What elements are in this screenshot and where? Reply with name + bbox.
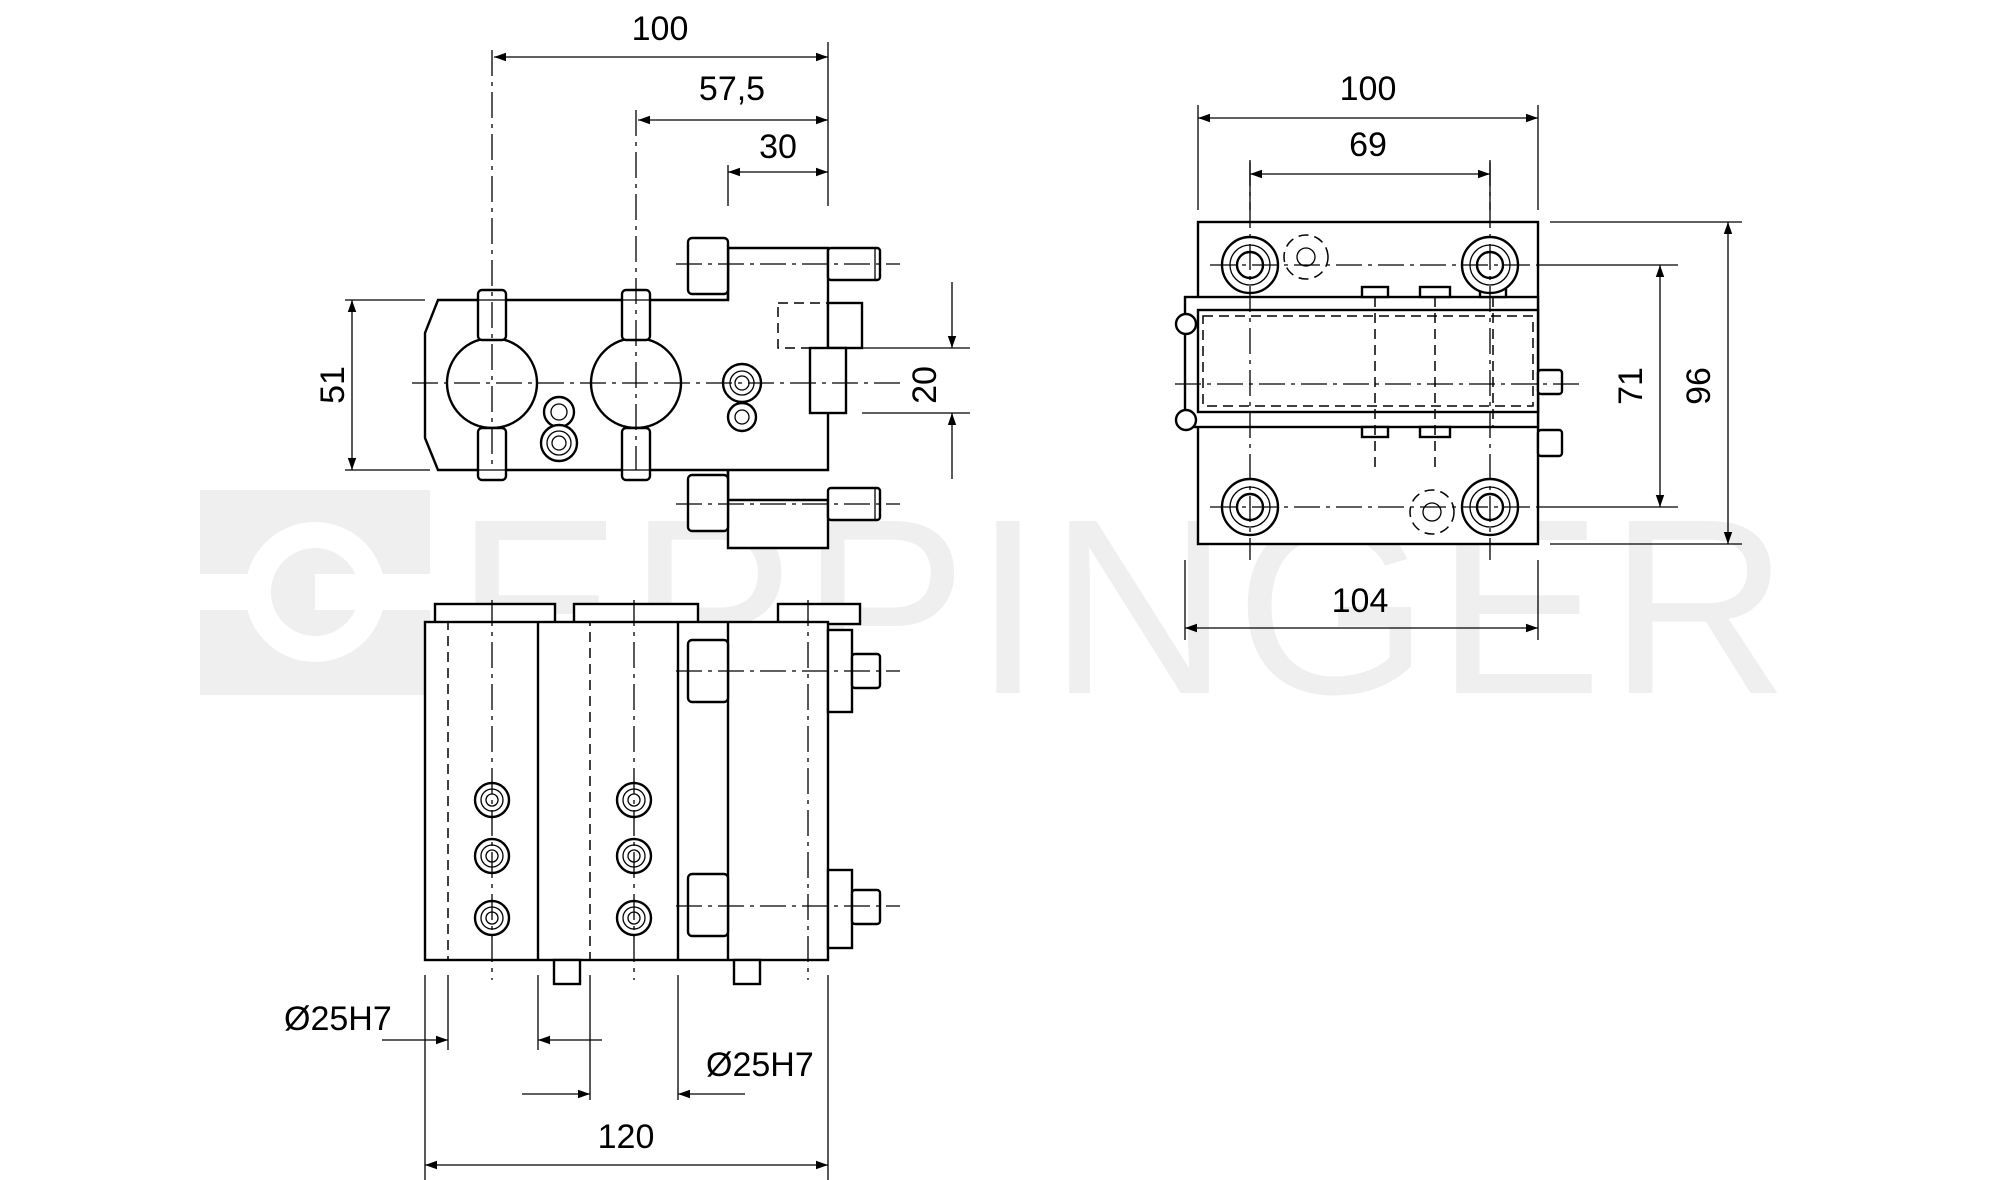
dim-top-57-5: 57,5 (699, 70, 765, 108)
dim-top-30: 30 (759, 128, 797, 166)
dim-side-104: 104 (1332, 582, 1389, 620)
dim-top-20: 20 (906, 366, 944, 404)
eppinger-logo-watermark (200, 490, 435, 695)
dim-side-100: 100 (1340, 70, 1397, 108)
dim-side-96: 96 (1680, 367, 1718, 405)
side-view (1174, 160, 1580, 560)
dim-top-100: 100 (632, 10, 689, 48)
top-view-dimensions (345, 42, 970, 479)
dim-top-51: 51 (314, 366, 352, 404)
side-view-dimensions (1184, 105, 1742, 640)
dim-front-bore-left: Ø25H7 (284, 1000, 392, 1038)
front-view-dimensions (382, 975, 829, 1180)
top-view (412, 50, 900, 550)
dim-front-120: 120 (598, 1118, 655, 1156)
dim-side-69: 69 (1349, 126, 1387, 164)
dim-front-bore-right: Ø25H7 (706, 1046, 814, 1084)
dim-side-71: 71 (1612, 367, 1650, 405)
front-view (423, 600, 900, 986)
